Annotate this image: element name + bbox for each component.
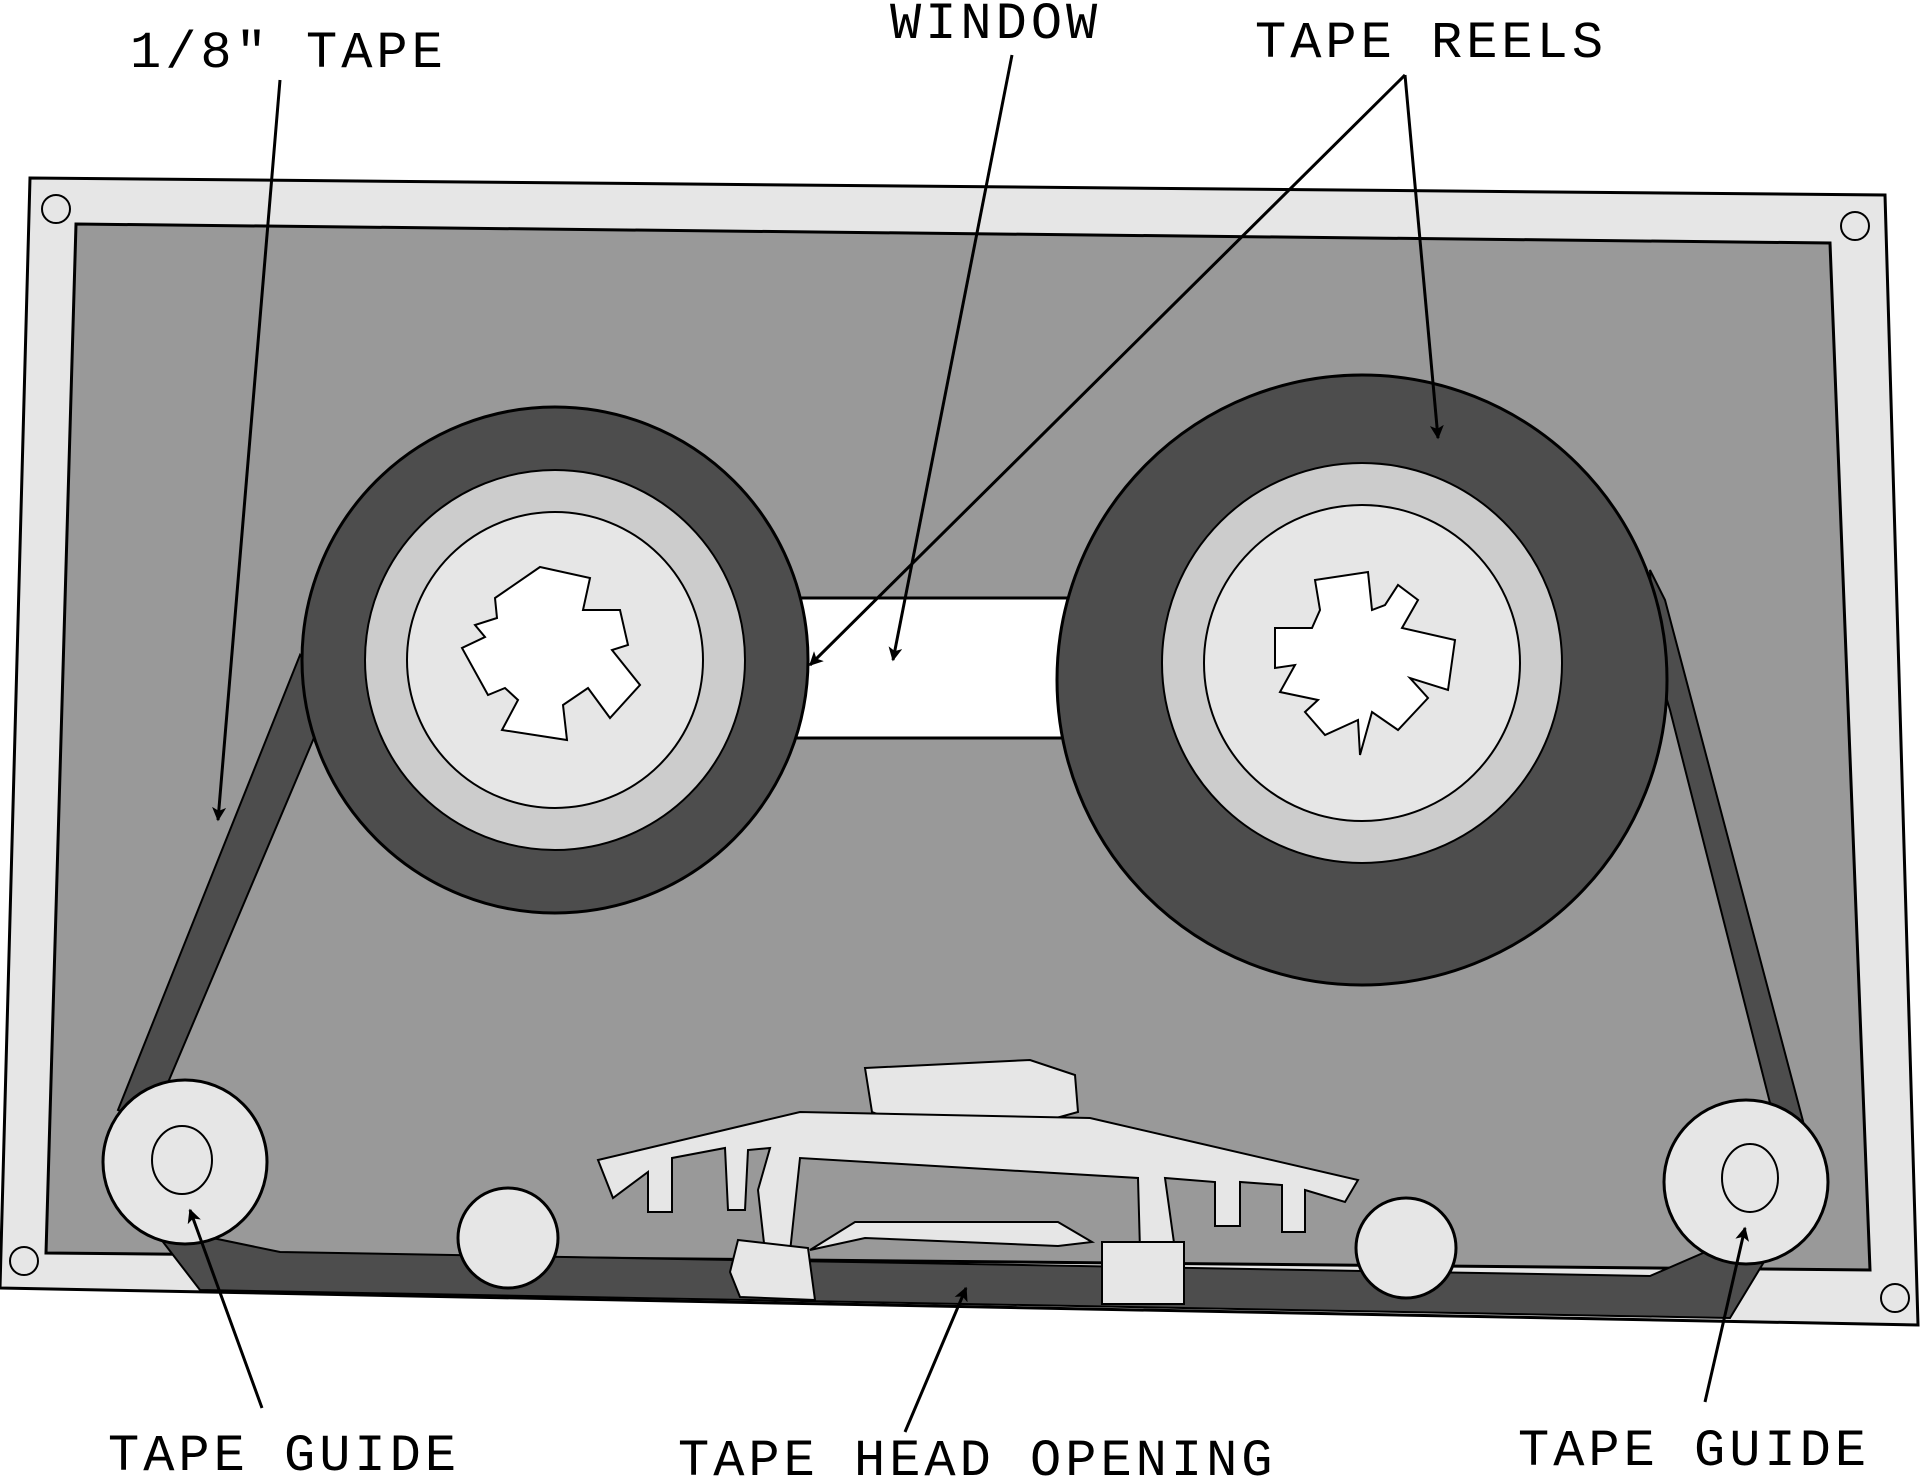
label-window: WINDOW [890,0,1101,54]
right-tape-reel [1055,373,1669,987]
screw-hole-bottom-left [9,1246,39,1276]
label-tape-head-opening: TAPE HEAD OPENING [678,1432,1277,1477]
label-tape-guide-right: TAPE GUIDE [1518,1422,1870,1477]
tape-window [788,596,1082,740]
arrow-tape-guide-left [187,1208,264,1409]
screw-hole-top-left [41,194,71,224]
screw-hole-top-right [1840,211,1870,241]
pressure-pad-left [728,1238,817,1302]
arrow-tape-width [212,79,282,822]
tape-guide-left [101,1078,269,1246]
arrow-tape-head-opening [903,1286,968,1433]
left-reel-hub-sprocket [460,565,642,742]
tape-guide-right [1662,1098,1830,1266]
arrow-window [888,54,1014,662]
capstan-hole-left [456,1186,560,1290]
arrow-tape-reels-right [1403,74,1444,440]
arrow-tape-guide-right [1703,1226,1749,1403]
screw-hole-bottom-right [1880,1283,1910,1313]
capstan-hole-right [1354,1196,1458,1300]
arrow-tape-reels-left [808,73,1407,667]
label-tape-reels: TAPE REELS [1255,14,1607,73]
left-tape-reel [300,405,810,915]
right-reel-hub-sprocket [1274,570,1457,756]
label-tape-width: 1/8" TAPE [130,24,447,83]
pressure-pad-right [1101,1241,1185,1305]
label-tape-guide-left: TAPE GUIDE [108,1427,460,1477]
pressure-pad-assembly [596,1058,1360,1305]
